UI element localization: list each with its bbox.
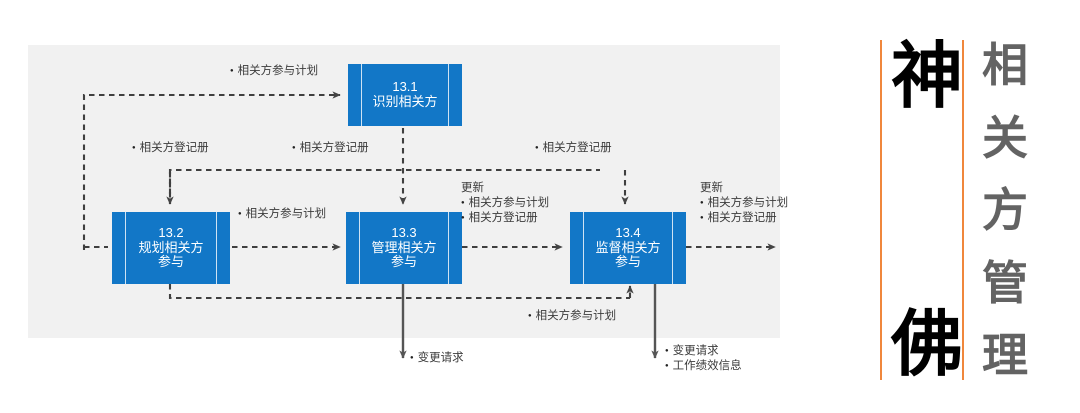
box-band-left	[112, 212, 126, 284]
subject-char: 管	[982, 255, 1028, 310]
subject-chars: 相 关 方 管 理	[974, 42, 1036, 378]
box-number: 13.1	[392, 79, 418, 95]
title-panel: 神 佛 相 关 方 管 理	[880, 40, 1080, 380]
box-name-line: 参与	[390, 254, 417, 270]
label-text: 相关方参与计划	[230, 64, 319, 79]
label-top-plan: 相关方参与计划	[230, 64, 319, 79]
process-box-13-4[interactable]: 13.4 监督相关方 参与	[570, 212, 686, 284]
label-change-request-left: 变更请求	[410, 351, 464, 366]
box-name-line: 参与	[614, 254, 641, 270]
accent-rule-right	[962, 40, 964, 380]
brand-char: 佛	[891, 302, 964, 386]
subject-char: 相	[982, 38, 1028, 92]
label-update-right: 更新 相关方参与计划 相关方登记册	[700, 181, 788, 227]
label-text: 相关方参与计划	[238, 207, 327, 222]
subject-char: 关	[982, 110, 1028, 165]
box-text: 13.3 管理相关方 参与	[360, 212, 448, 284]
label-text: 相关方登记册	[292, 141, 369, 156]
box-name-line: 识别相关方	[372, 94, 438, 109]
accent-rule-left	[880, 40, 882, 380]
box-text: 13.2 规划相关方 参与	[126, 212, 216, 284]
box-text: 13.4 监督相关方 参与	[584, 212, 672, 284]
label-text: 相关方登记册	[535, 141, 612, 156]
label-text: 相关方参与计划	[461, 196, 550, 211]
box-band-right	[216, 212, 230, 284]
label-plan-mid: 相关方参与计划	[238, 207, 327, 222]
process-box-13-3[interactable]: 13.3 管理相关方 参与	[346, 212, 462, 284]
label-registry-mid: 相关方登记册	[292, 141, 369, 156]
label-change-request-right: 变更请求 工作绩效信息	[665, 344, 742, 374]
label-heading: 更新	[461, 182, 484, 194]
box-band-left	[346, 212, 360, 284]
box-name-line: 监督相关方	[595, 239, 661, 255]
label-heading: 更新	[700, 182, 723, 194]
box-band-right	[448, 212, 462, 284]
label-text: 相关方登记册	[132, 141, 209, 156]
label-text: 相关方登记册	[700, 211, 788, 226]
brand-chars: 神 佛	[891, 34, 964, 386]
wire-bottom-feedback	[168, 284, 630, 300]
label-text: 相关方参与计划	[700, 196, 789, 211]
box-name-line: 规划相关方	[138, 239, 204, 255]
label-text: 变更请求	[665, 344, 742, 359]
label-registry-right: 相关方登记册	[535, 141, 612, 156]
label-plan-bottom: 相关方参与计划	[528, 309, 617, 324]
subject-char: 理	[982, 328, 1028, 382]
label-text: 相关方登记册	[461, 211, 549, 226]
subject-char: 方	[982, 183, 1028, 237]
box-text: 13.1 识别相关方	[362, 64, 448, 126]
box-number: 13.3	[391, 225, 417, 241]
box-band-left	[348, 64, 362, 126]
box-name-line: 管理相关方	[371, 239, 437, 255]
wire-left-loop-to-131	[82, 91, 341, 250]
label-text: 工作绩效信息	[665, 359, 742, 374]
label-text: 相关方参与计划	[528, 309, 617, 324]
process-box-13-1[interactable]: 13.1 识别相关方	[348, 64, 462, 126]
box-band-right	[672, 212, 686, 284]
label-update-mid: 更新 相关方参与计划 相关方登记册	[461, 181, 549, 227]
box-number: 13.4	[615, 225, 641, 241]
label-text: 变更请求	[410, 351, 464, 366]
box-number: 13.2	[158, 225, 184, 241]
box-name-line: 参与	[157, 254, 184, 270]
process-box-13-2[interactable]: 13.2 规划相关方 参与	[112, 212, 230, 284]
label-registry-left: 相关方登记册	[132, 141, 209, 156]
brand-char: 神	[891, 34, 964, 118]
box-band-right	[448, 64, 462, 126]
box-band-left	[570, 212, 584, 284]
